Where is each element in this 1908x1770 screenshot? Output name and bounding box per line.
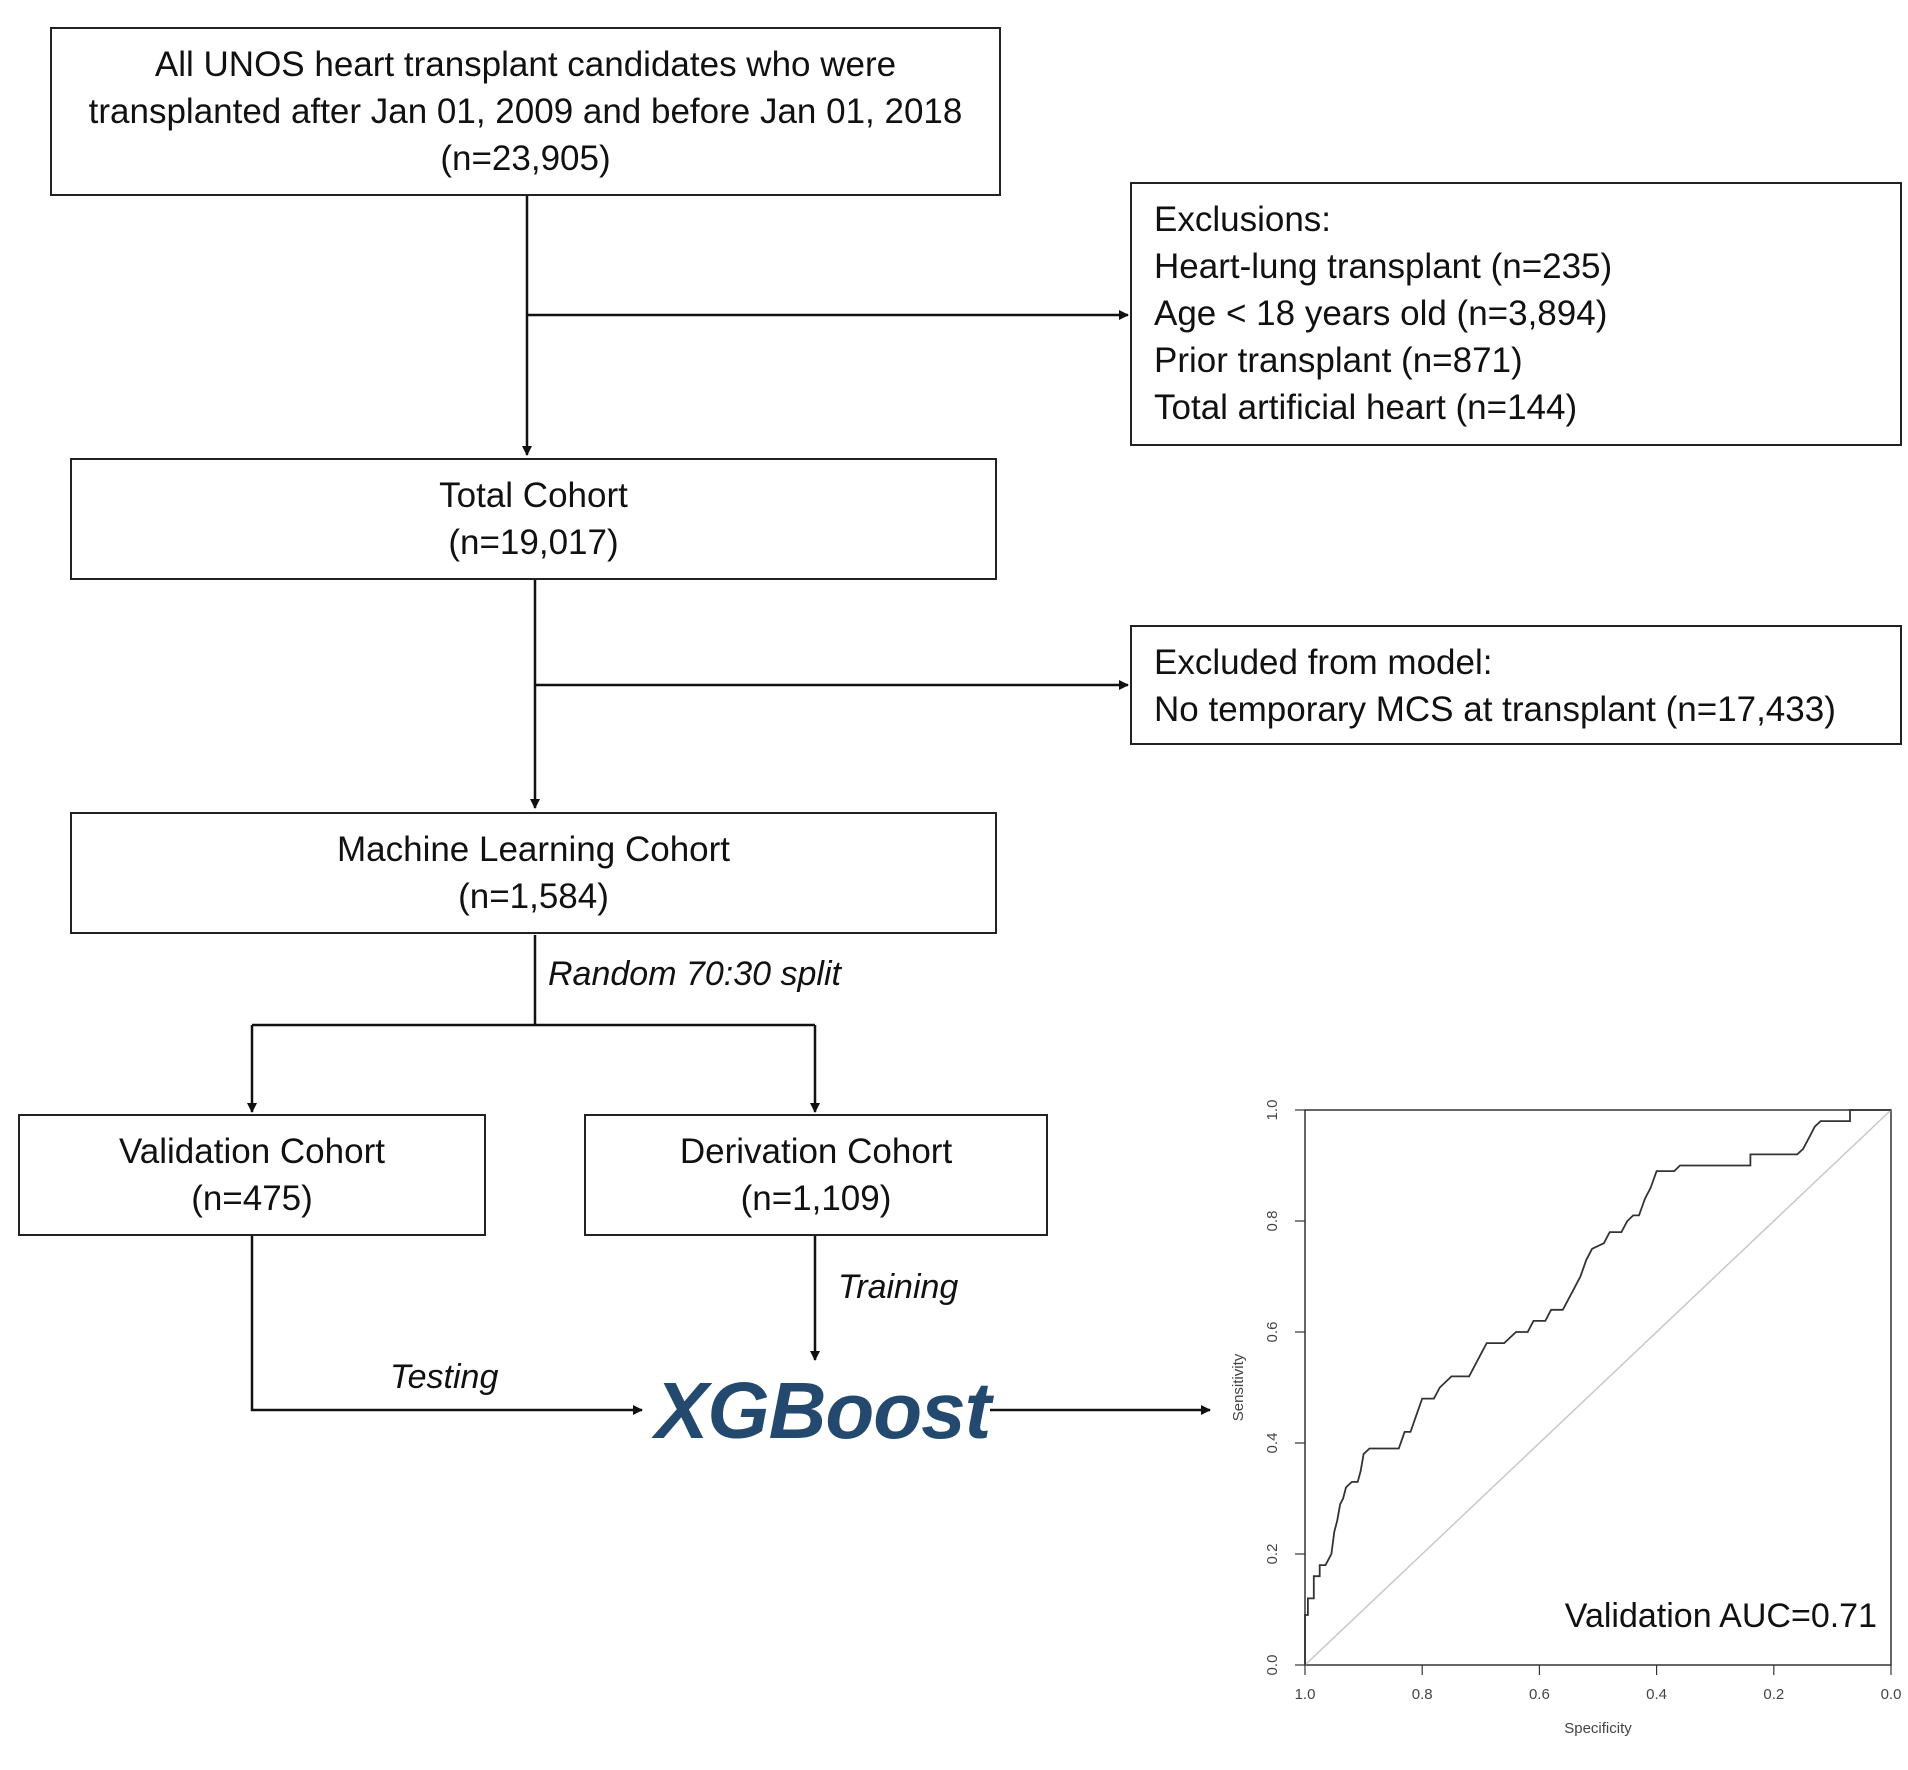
validation-cohort-title: Validation Cohort [119, 1132, 385, 1171]
training-label: Training [838, 1268, 959, 1306]
y-tick-label: 0.2 [1264, 1544, 1281, 1565]
total-cohort-box: Total Cohort (n=19,017) [70, 458, 997, 580]
testing-label: Testing [390, 1358, 499, 1396]
all-candidates-box: All UNOS heart transplant candidates who… [50, 27, 1001, 196]
derivation-cohort-title: Derivation Cohort [679, 1132, 953, 1171]
y-tick-label: 0.8 [1264, 1211, 1281, 1232]
arrow-testing [250, 1235, 643, 1415]
x-tick-label: 0.6 [1529, 1686, 1550, 1703]
total-cohort-count: (n=19,017) [448, 523, 619, 562]
x-tick-label: 0.8 [1412, 1686, 1433, 1703]
exclusion-item: Age < 18 years old (n=3,894) [1154, 294, 1608, 333]
all-candidates-line-2: transplanted after Jan 01, 2009 and befo… [88, 92, 963, 131]
exclusions-box: Exclusions: Heart-lung transplant (n=235… [1130, 182, 1902, 446]
exclusion-item: Total artificial heart (n=144) [1154, 388, 1578, 427]
reference-line [1304, 1109, 1892, 1666]
derivation-cohort-box: Derivation Cohort (n=1,109) [584, 1114, 1048, 1236]
all-candidates-count: (n=23,905) [440, 139, 611, 178]
x-tick-label: 0.0 [1881, 1686, 1902, 1703]
roc-curve [1304, 1109, 1891, 1665]
x-axis-label: Specificity [1564, 1720, 1632, 1737]
validation-cohort-box: Validation Cohort (n=475) [18, 1114, 486, 1236]
plot-frame [1304, 1109, 1892, 1666]
excluded-model-box: Excluded from model: No temporary MCS at… [1130, 625, 1902, 745]
y-tick-label: 0.0 [1264, 1655, 1281, 1676]
y-tick-label: 0.6 [1264, 1322, 1281, 1343]
validation-cohort-count: (n=475) [191, 1179, 313, 1218]
y-tick-label: 0.4 [1264, 1433, 1281, 1454]
total-cohort-title: Total Cohort [439, 476, 628, 515]
exclusion-item: Heart-lung transplant (n=235) [1154, 247, 1613, 286]
x-tick-label: 0.2 [1763, 1686, 1784, 1703]
x-tick-label: 0.4 [1646, 1686, 1667, 1703]
auc-annotation: Validation AUC=0.71 [1565, 1597, 1877, 1635]
all-candidates-line-1: All UNOS heart transplant candidates who… [154, 45, 897, 84]
ml-cohort-box: Machine Learning Cohort (n=1,584) [70, 812, 997, 934]
xgboost-logo: XGBoost [655, 1366, 991, 1455]
roc-chart: 1.0 0.8 0.6 0.4 0.2 0.0 0.0 0.2 0.4 0.6 0.8 1.0Spec… [1230, 1100, 1902, 1737]
y-axis-label: Sensitivity [1230, 1353, 1247, 1421]
x-tick-label: 1.0 [1295, 1686, 1316, 1703]
exclusion-item: Prior transplant (n=871) [1154, 341, 1523, 380]
excluded-model-title: Excluded from model: [1154, 643, 1493, 682]
y-tick-label: 1.0 [1264, 1100, 1281, 1121]
split-label: Random 70:30 split [548, 955, 841, 993]
exclusions-title: Exclusions: [1154, 200, 1332, 239]
excluded-model-detail: No temporary MCS at transplant (n=17,433… [1154, 690, 1836, 729]
ml-cohort-title: Machine Learning Cohort [336, 830, 730, 869]
derivation-cohort-count: (n=1,109) [740, 1179, 892, 1218]
ml-cohort-count: (n=1,584) [458, 877, 609, 916]
